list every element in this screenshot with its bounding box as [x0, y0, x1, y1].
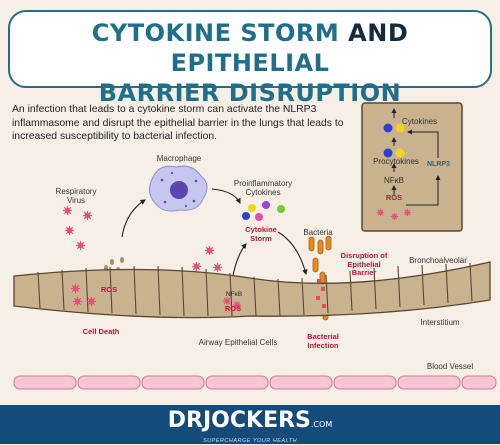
inset-virus-1: [376, 208, 385, 217]
title-part-3: EPITHELIAL: [170, 49, 330, 77]
label-cell-death: Cell Death: [82, 327, 120, 336]
inset-virus-2: [390, 212, 399, 221]
inset-cytokine-blue: [383, 123, 393, 133]
label-ros-mid: ROS: [224, 304, 242, 313]
inset-label-nlrp3: NLRP3: [427, 161, 450, 168]
title-box: CYTOKINE STORM AND EPITHELIAL BARRIER DI…: [8, 10, 492, 107]
inset-procytokine-blue: [383, 148, 393, 158]
airway-epithelium: [13, 261, 491, 319]
label-proinflammatory-cytokines: Proinflammatory Cytokines: [233, 179, 293, 197]
label-airway-epithelial-cells: Airway Epithelial Cells: [198, 338, 278, 347]
brand-name: DRJOCKERS: [167, 408, 311, 433]
label-bacteria: Bacteria: [303, 228, 333, 237]
label-nfkb: NFκB: [225, 291, 243, 298]
label-bacterial-infection: Bacterial Infection: [307, 332, 339, 350]
inset-label-cytokines: Cytokines: [402, 117, 438, 126]
inset-virus-3: [403, 208, 412, 217]
inset-cytokine-yellow: [395, 123, 405, 133]
title-line-1: CYTOKINE STORM AND EPITHELIAL: [10, 18, 490, 78]
footer-bar: DRJOCKERS.COM SUPERCHARGE YOUR HEALTH: [0, 405, 500, 444]
inset-label-nfkb: NFκB: [384, 176, 404, 185]
label-bronchoalveolar: Bronchoalveolar: [409, 256, 467, 265]
cytokine-dots: [242, 201, 285, 221]
inset-procytokine-yellow: [395, 148, 405, 158]
brand-logo: DRJOCKERS.COM: [0, 408, 500, 438]
label-interstitium: Interstitium: [420, 318, 460, 327]
label-ros-left: ROS: [100, 285, 118, 294]
label-macrophage: Macrophage: [156, 154, 202, 163]
label-cytokine-storm: Cytokine Storm: [245, 225, 277, 243]
inset-panel: [361, 102, 463, 232]
label-blood-vessel: Blood Vessel: [426, 362, 474, 371]
title-part-2: AND: [348, 19, 409, 47]
inset-label-ros: ROS: [385, 193, 403, 202]
intro-text: An infection that leads to a cytokine st…: [12, 104, 344, 142]
label-disruption: Disruption of Epithelial Barrier: [340, 251, 388, 277]
inset-label-procytokines: Procytokines: [373, 157, 419, 166]
macrophage-cell: [149, 165, 208, 212]
title-part-1: CYTOKINE STORM: [91, 19, 340, 47]
blood-vessel: [13, 375, 497, 390]
title-line-2: BARRIER DISRUPTION: [98, 79, 402, 107]
brand-suffix: .COM: [310, 420, 333, 429]
label-respiratory-virus: Respiratory Virus: [55, 187, 97, 205]
brand-tagline: SUPERCHARGE YOUR HEALTH: [202, 438, 298, 444]
